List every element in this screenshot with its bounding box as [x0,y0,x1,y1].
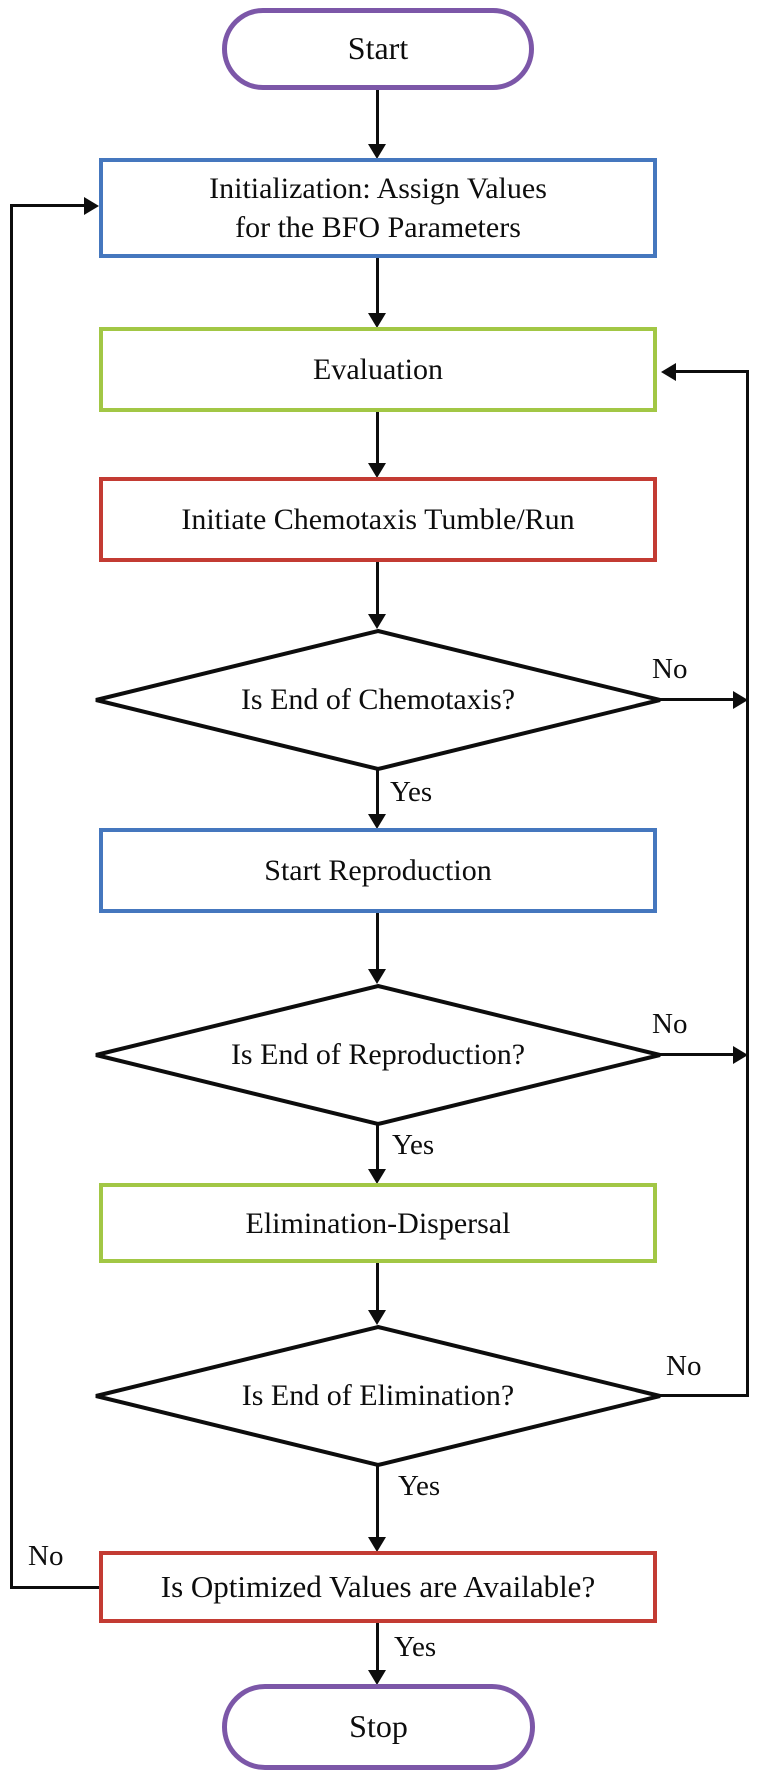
start-label: Start [347,30,409,67]
stop-node: Stop [222,1684,535,1770]
diamond-shape [95,1324,661,1468]
arrowhead-d1-no [733,691,748,709]
arrowhead-into-evaluation [661,363,676,381]
initialization-line1: Initialization: Assign Values [209,172,547,205]
arrowhead-chemotaxis [368,463,386,478]
chemotaxis-label: Initiate Chemotaxis Tumble/Run [181,503,575,536]
edge-label-d1-no: No [652,653,688,685]
edge-d3-yes [376,1466,379,1539]
reproduction-node: Start Reproduction [99,828,657,913]
edge-optimized-no-top [10,204,86,207]
elimination-node: Elimination-Dispersal [99,1183,657,1263]
arrowhead-elimination [368,1169,386,1184]
edge-d3-no [659,1394,749,1397]
edge-init-evaluation [376,258,379,315]
arrowhead-d2 [368,969,386,984]
edge-optimized-no-bottom [10,1586,99,1589]
edge-optimized-no-vertical [10,204,13,1589]
arrowhead-init [368,144,386,159]
is-end-chemotaxis-decision: Is End of Chemotaxis? [93,628,663,772]
evaluation-label: Evaluation [313,353,443,386]
is-end-reproduction-label: Is End of Reproduction? [230,1038,526,1071]
arrowhead-into-initialization [84,197,99,215]
elimination-label: Elimination-Dispersal [245,1206,511,1240]
edge-label-optimized-yes: Yes [394,1631,437,1663]
arrowhead-d2-no [733,1046,748,1064]
edge-d2-yes [376,1125,379,1171]
edge-label-optimized-no: No [28,1540,64,1572]
arrowhead-d3 [368,1310,386,1325]
edge-label-d2-no: No [652,1008,688,1040]
edge-d2-no [659,1053,735,1056]
initialization-label: Initialization: Assign Values for the BF… [209,169,547,247]
edge-d1-yes [376,770,379,816]
evaluation-node: Evaluation [99,327,657,412]
initialization-node: Initialization: Assign Values for the BF… [99,158,657,258]
arrowhead-reproduction [368,814,386,829]
arrowhead-stop [368,1670,386,1685]
edge-label-d3-no: No [666,1350,702,1382]
is-end-elimination-decision: Is End of Elimination? [93,1324,663,1468]
arrowhead-evaluation [368,313,386,328]
is-end-chemotaxis-label: Is End of Chemotaxis? [240,683,516,716]
edge-d1-no [659,698,735,701]
diamond-shape [95,983,661,1127]
start-node: Start [222,8,534,90]
edge-no-loop-vertical [746,370,749,1397]
is-end-reproduction-decision: Is End of Reproduction? [93,983,663,1127]
edge-label-d2-yes: Yes [392,1129,435,1161]
optimized-values-node: Is Optimized Values are Available? [99,1551,657,1623]
edge-start-init [376,90,379,146]
initialization-line2: for the BFO Parameters [235,211,521,244]
edge-optimized-yes [376,1623,379,1672]
edge-evaluation-chemotaxis [376,412,379,465]
diamond-shape [95,628,661,772]
chemotaxis-node: Initiate Chemotaxis Tumble/Run [99,477,657,562]
reproduction-label: Start Reproduction [264,854,492,887]
edge-label-d3-yes: Yes [398,1470,441,1502]
arrowhead-d1 [368,614,386,629]
arrowhead-optimized [368,1537,386,1552]
edge-no-loop-top [675,370,749,373]
edge-reproduction-d2 [376,913,379,971]
is-end-elimination-label: Is End of Elimination? [241,1379,515,1412]
edge-label-d1-yes: Yes [390,776,433,808]
stop-label: Stop [349,1708,408,1745]
edge-chemotaxis-d1 [376,562,379,616]
optimized-values-label: Is Optimized Values are Available? [160,1568,596,1604]
edge-elimination-d3 [376,1263,379,1312]
